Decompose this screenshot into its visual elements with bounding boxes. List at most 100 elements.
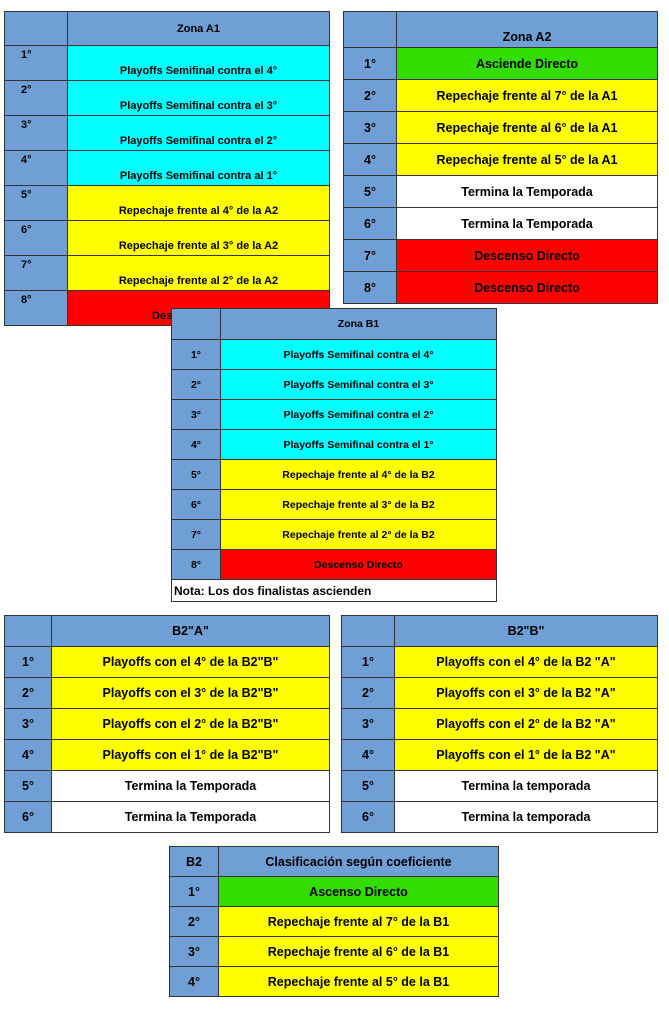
table-row: 3°Playoffs Semifinal contra el 2° [171, 399, 497, 430]
table-row: 1°Playoffs Semifinal contra el 4° [4, 45, 330, 81]
outcome-cell: Repechaje frente al 4° de la B2 [220, 459, 497, 490]
table-row: 7°Repechaje frente al 2° de la A2 [4, 255, 330, 291]
outcome-cell: Repechaje frente al 2° de la A2 [67, 255, 330, 291]
table-row: 3°Playoffs Semifinal contra el 2° [4, 115, 330, 151]
outcome-cell: Playoffs Semifinal contra el 3° [67, 80, 330, 116]
table-row: 4°Playoffs Semifinal contra el 1° [171, 429, 497, 460]
b2-b-title: B2"B" [394, 615, 658, 647]
position-cell: 8° [343, 271, 397, 304]
position-cell: 7° [4, 255, 68, 291]
table-row: 4°Playoffs con el 1° de la B2 "A" [341, 739, 658, 771]
b2-a-corner-cell [4, 615, 52, 647]
outcome-cell: Playoffs con el 1° de la B2"B" [51, 739, 330, 771]
table-row: 4°Repechaje frente al 5° de la B1 [169, 966, 499, 997]
table-row: 3°Repechaje frente al 6° de la B1 [169, 936, 499, 967]
outcome-cell: Repechaje frente al 7° de la B1 [218, 906, 499, 937]
outcome-cell: Playoffs con el 3° de la B2"B" [51, 677, 330, 709]
b2-coef-title: Clasificación según coeficiente [218, 846, 499, 877]
position-cell: 5° [4, 770, 52, 802]
position-cell: 3° [4, 115, 68, 151]
outcome-cell: Descenso Directo [396, 271, 658, 304]
position-cell: 5° [4, 185, 68, 221]
position-cell: 3° [343, 111, 397, 144]
outcome-cell: Playoffs con el 3° de la B2 "A" [394, 677, 658, 709]
outcome-cell: Termina la Temporada [51, 770, 330, 802]
position-cell: 2° [341, 677, 395, 709]
position-cell: 4° [171, 429, 221, 460]
table-row: 6°Repechaje frente al 3° de la B2 [171, 489, 497, 520]
outcome-cell: Termina la Temporada [51, 801, 330, 833]
table-row: 1°Playoffs Semifinal contra el 4° [171, 339, 497, 370]
table-row: 3°Playoffs con el 2° de la B2 "A" [341, 708, 658, 740]
position-cell: 3° [169, 936, 219, 967]
outcome-cell: Repechaje frente al 3° de la B2 [220, 489, 497, 520]
table-row: 4°Playoffs Semifinal contra al 1° [4, 150, 330, 186]
zona-b1-title: Zona B1 [220, 308, 497, 340]
position-cell: 8° [171, 549, 221, 580]
outcome-cell: Playoffs Semifinal contra el 4° [220, 339, 497, 370]
position-cell: 3° [4, 708, 52, 740]
table-row: 3°Repechaje frente al 6° de la A1 [343, 111, 658, 144]
table-row: 1°Playoffs con el 4° de la B2 "A" [341, 646, 658, 678]
outcome-cell: Playoffs con el 1° de la B2 "A" [394, 739, 658, 771]
outcome-cell: Termina la temporada [394, 801, 658, 833]
position-cell: 2° [4, 80, 68, 116]
outcome-cell: Repechaje frente al 6° de la A1 [396, 111, 658, 144]
outcome-cell: Playoffs con el 4° de la B2 "A" [394, 646, 658, 678]
position-cell: 3° [341, 708, 395, 740]
outcome-cell: Playoffs con el 2° de la B2 "A" [394, 708, 658, 740]
outcome-cell: Playoffs con el 2° de la B2"B" [51, 708, 330, 740]
position-cell: 1° [171, 339, 221, 370]
table-row: 5°Termina la Temporada [343, 175, 658, 208]
zona-a2-title: Zona A2 [396, 11, 658, 48]
position-cell: 4° [341, 739, 395, 771]
table-row: 1°Asciende Directo [343, 47, 658, 80]
position-cell: 6° [341, 801, 395, 833]
zona-b1-note: Nota: Los dos finalistas ascienden [171, 579, 497, 602]
outcome-cell: Playoffs Semifinal contra el 4° [67, 45, 330, 81]
outcome-cell: Playoffs Semifinal contra el 2° [67, 115, 330, 151]
table-row: 7°Repechaje frente al 2° de la B2 [171, 519, 497, 550]
position-cell: 2° [343, 79, 397, 112]
table-row: 5°Repechaje frente al 4° de la A2 [4, 185, 330, 221]
table-row: 2°Playoffs con el 3° de la B2 "A" [341, 677, 658, 709]
table-row: 6°Termina la Temporada [4, 801, 330, 833]
position-cell: 1° [169, 876, 219, 907]
position-cell: 1° [4, 646, 52, 678]
zona-b1-corner-cell [171, 308, 221, 340]
outcome-cell: Playoffs Semifinal contra el 2° [220, 399, 497, 430]
table-row: 2°Playoffs Semifinal contra el 3° [171, 369, 497, 400]
table-row: 1°Ascenso Directo [169, 876, 499, 907]
outcome-cell: Termina la Temporada [396, 175, 658, 208]
outcome-cell: Descenso Directo [396, 239, 658, 272]
position-cell: 2° [169, 906, 219, 937]
zona-a1-table: Zona A1 1°Playoffs Semifinal contra el 4… [4, 11, 330, 326]
b2-coef-table: B2 Clasificación según coeficiente 1°Asc… [169, 846, 499, 997]
outcome-cell: Playoffs Semifinal contra el 1° [220, 429, 497, 460]
outcome-cell: Termina la Temporada [396, 207, 658, 240]
position-cell: 5° [171, 459, 221, 490]
outcome-cell: Playoffs Semifinal contra al 1° [67, 150, 330, 186]
position-cell: 1° [343, 47, 397, 80]
zona-a1-corner-cell [4, 11, 68, 46]
b2-b-corner-cell [341, 615, 395, 647]
table-row: 1°Playoffs con el 4° de la B2"B" [4, 646, 330, 678]
outcome-cell: Ascenso Directo [218, 876, 499, 907]
position-cell: 2° [4, 677, 52, 709]
position-cell: 3° [171, 399, 221, 430]
outcome-cell: Repechaje frente al 6° de la B1 [218, 936, 499, 967]
position-cell: 5° [341, 770, 395, 802]
table-row: 7°Descenso Directo [343, 239, 658, 272]
outcome-cell: Repechaje frente al 3° de la A2 [67, 220, 330, 256]
outcome-cell: Repechaje frente al 7° de la A1 [396, 79, 658, 112]
table-row: 8°Descenso Directo [343, 271, 658, 304]
b2-b-table: B2"B" 1°Playoffs con el 4° de la B2 "A"2… [341, 615, 658, 833]
table-row: 2°Playoffs Semifinal contra el 3° [4, 80, 330, 116]
table-row: 2°Repechaje frente al 7° de la A1 [343, 79, 658, 112]
position-cell: 7° [343, 239, 397, 272]
outcome-cell: Repechaje frente al 4° de la A2 [67, 185, 330, 221]
table-row: 5°Termina la Temporada [4, 770, 330, 802]
zona-a2-corner-cell [343, 11, 397, 48]
table-row: 4°Playoffs con el 1° de la B2"B" [4, 739, 330, 771]
position-cell: 1° [341, 646, 395, 678]
